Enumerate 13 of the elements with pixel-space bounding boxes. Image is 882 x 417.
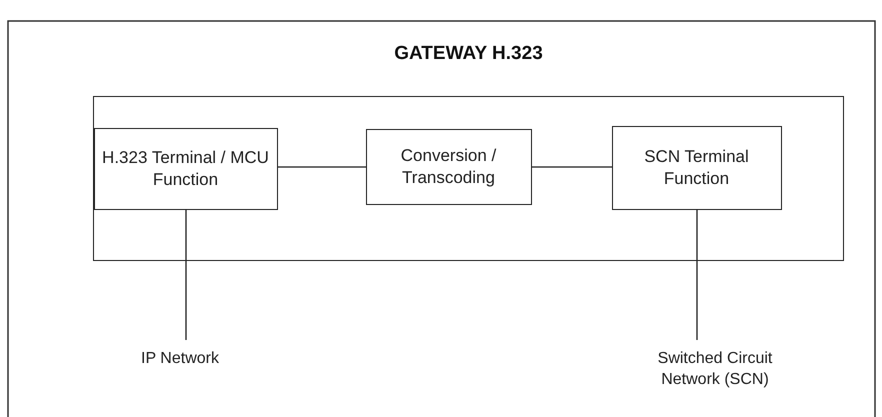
function-box (612, 126, 782, 210)
network-label: IP Network (141, 350, 219, 367)
gateway-title: GATEWAY H.323 (393, 43, 544, 65)
function-box (94, 128, 278, 210)
function-box (366, 128, 532, 204)
box-label: Conversion / Transcoding (400, 144, 498, 188)
connector-line (278, 166, 366, 168)
box-label: SCN Terminal Function (643, 146, 750, 190)
connector-line (532, 166, 612, 168)
connector-line (696, 210, 698, 340)
box-label: H.323 Terminal / MCU Function (101, 146, 270, 190)
connector-line (185, 210, 187, 340)
network-label: Switched Circuit Network (SCN) (658, 350, 772, 388)
